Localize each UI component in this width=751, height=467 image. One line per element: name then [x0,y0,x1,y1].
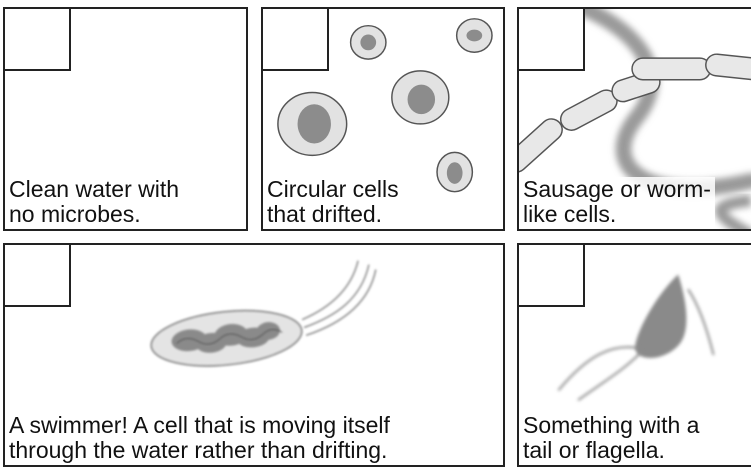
panel-caption: Something with a tail or flagella. [523,413,703,463]
panel-label-box [517,243,585,307]
panel-label-box [261,7,329,71]
panel-caption: A swimmer! A cell that is moving itself … [9,413,394,463]
panel-worm-cells: Sausage or worm- like cells. [517,7,751,231]
panel-label-box [517,7,585,71]
panel-clean-water: Clean water with no microbes. [3,7,248,231]
panel-caption: Sausage or worm- like cells. [523,177,715,227]
panel-flagella: Something with a tail or flagella. [517,243,751,467]
panel-caption: Circular cells that drifted. [267,177,403,227]
panel-label-box [3,243,71,307]
panel-swimmer: A swimmer! A cell that is moving itself … [3,243,505,467]
panel-circular-cells: Circular cells that drifted. [261,7,505,231]
panel-label-box [3,7,71,71]
panel-caption: Clean water with no microbes. [9,177,183,227]
